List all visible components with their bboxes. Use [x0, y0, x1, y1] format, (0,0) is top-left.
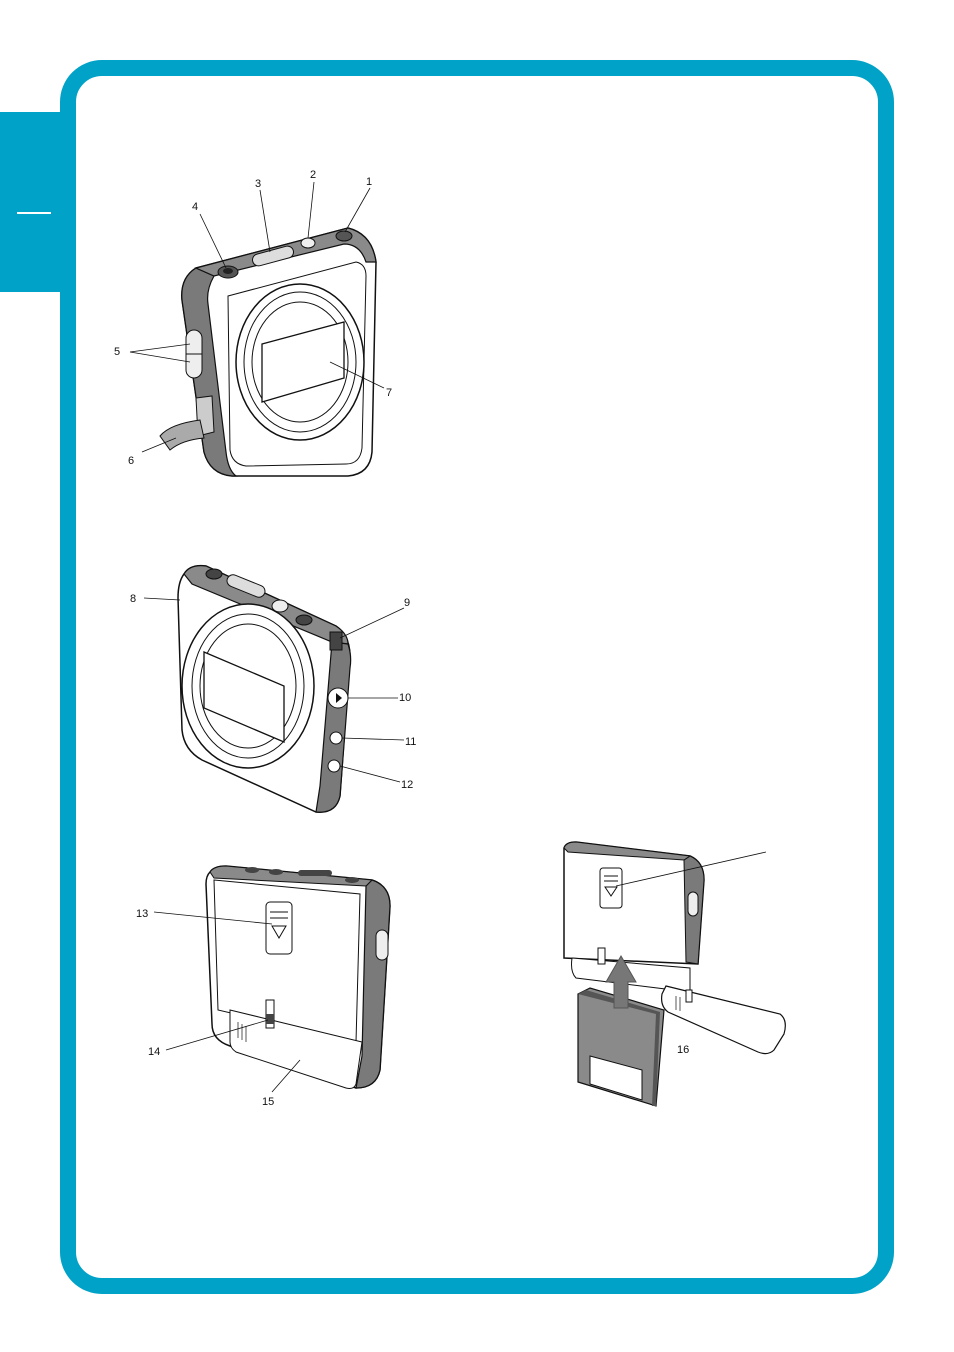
camera-back-view: 13 14 15 — [136, 866, 390, 1108]
callout-12: 12 — [401, 779, 413, 791]
callout-10: 10 — [399, 692, 411, 704]
callout-6: 6 — [128, 455, 134, 467]
callout-11: 11 — [405, 736, 416, 748]
callout-13: 13 — [136, 908, 148, 920]
memory-card-insertion: 16 — [564, 842, 785, 1106]
callout-1: 1 — [366, 176, 372, 188]
callout-8: 8 — [130, 593, 136, 605]
callout-4: 4 — [192, 201, 198, 213]
callout-3: 3 — [255, 178, 261, 190]
callout-7: 7 — [386, 387, 392, 399]
callout-5: 5 — [114, 346, 120, 358]
callout-15: 15 — [262, 1096, 274, 1108]
callout-16: 16 — [677, 1044, 689, 1056]
callout-2: 2 — [310, 169, 316, 181]
camera-angled-view: 8 9 10 11 12 — [130, 566, 416, 813]
callout-9: 9 — [404, 597, 410, 609]
callout-14: 14 — [148, 1046, 160, 1058]
camera-front-view: 1 2 3 4 5 6 7 — [114, 169, 392, 476]
